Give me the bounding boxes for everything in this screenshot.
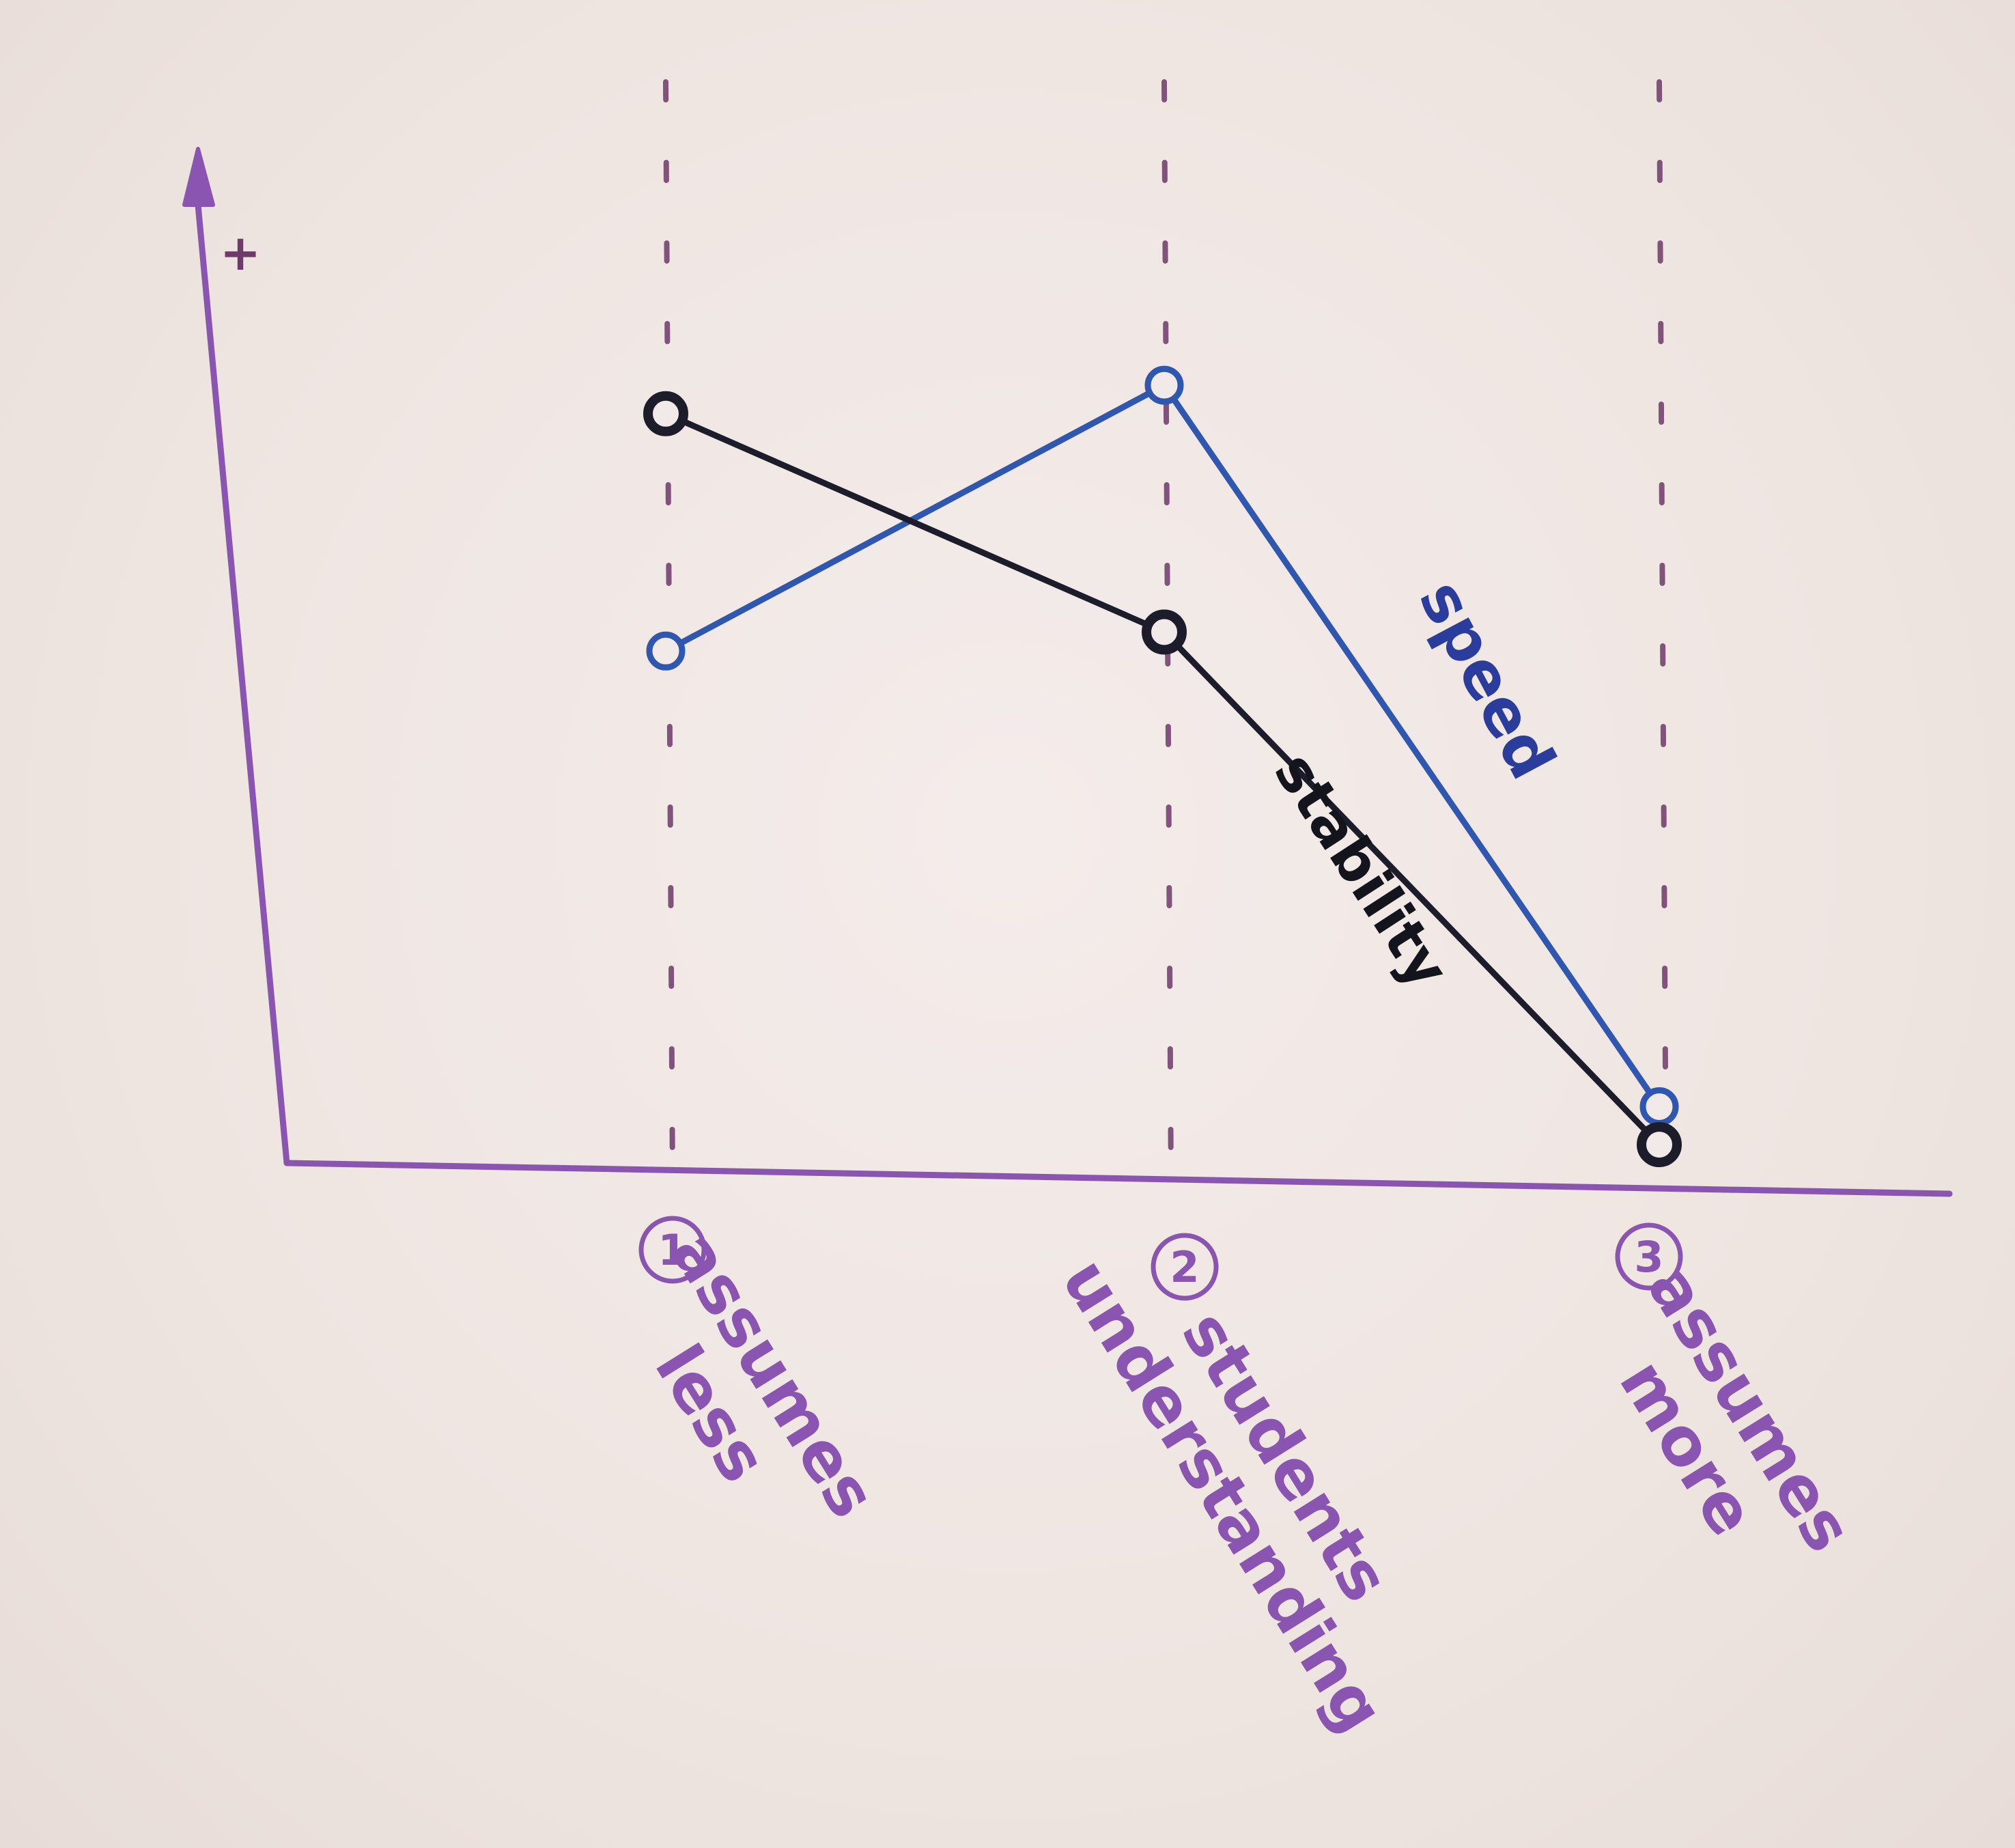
series-speed: speed bbox=[646, 365, 1679, 1126]
point-stability-2 bbox=[1142, 609, 1187, 655]
series-label-speed: speed bbox=[1405, 569, 1570, 791]
category-number: 3 bbox=[1634, 1232, 1663, 1282]
guide-line-3 bbox=[1657, 79, 1669, 1184]
axes: + bbox=[182, 147, 1953, 1197]
category-number: 1 bbox=[658, 1225, 687, 1275]
category-number: 2 bbox=[1170, 1242, 1199, 1292]
category-number-circle bbox=[638, 1216, 707, 1284]
category-number-circle bbox=[1151, 1233, 1219, 1301]
y-axis-arrowhead bbox=[182, 147, 215, 207]
point-speed-2 bbox=[1144, 365, 1184, 405]
point-speed-1 bbox=[646, 631, 686, 671]
point-stability-3 bbox=[1637, 1122, 1682, 1168]
category-label: assumesmore bbox=[1570, 1252, 1867, 1604]
category-label: studentsunderstanding bbox=[1047, 1207, 1462, 1746]
x-axis bbox=[283, 1160, 1953, 1197]
point-speed-3 bbox=[1639, 1087, 1679, 1126]
y-axis bbox=[195, 201, 290, 1166]
category-number-circle bbox=[1615, 1222, 1683, 1291]
y-axis-label: + bbox=[220, 224, 261, 281]
category-label: assumesless bbox=[593, 1218, 890, 1570]
point-stability-1 bbox=[643, 391, 688, 436]
